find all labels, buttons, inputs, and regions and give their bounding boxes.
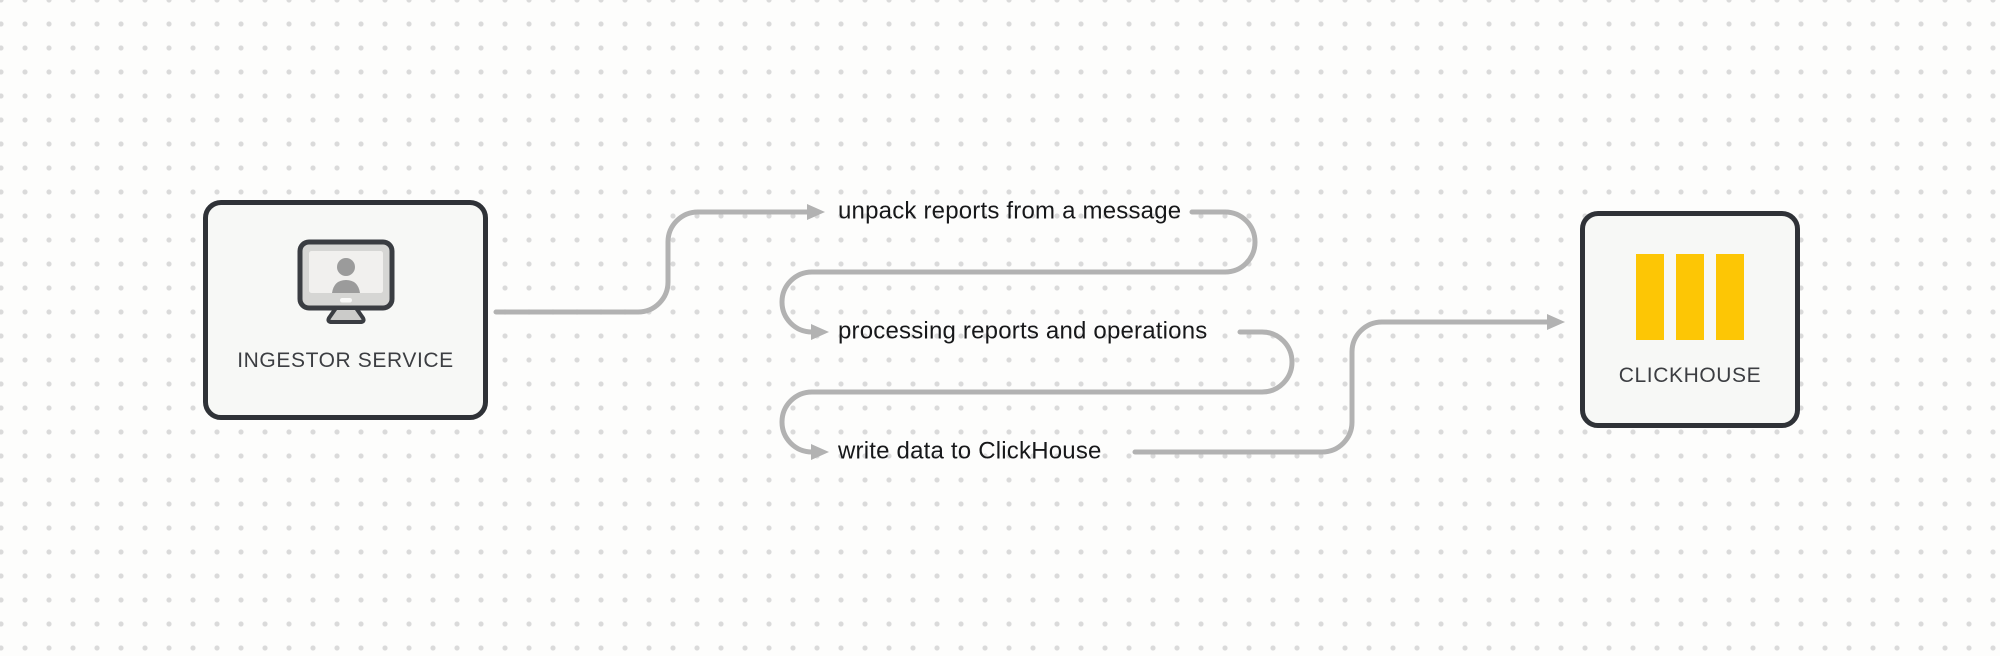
- step-label-processing-reports: processing reports and operations: [838, 317, 1208, 345]
- person-head: [336, 258, 355, 276]
- connector-step2-to-step3: [779, 329, 1295, 460]
- step-label-write-data: write data to ClickHouse: [838, 437, 1102, 465]
- connector-ingestor-to-step1: [493, 204, 825, 315]
- person-shoulders: [331, 280, 360, 293]
- node-clickhouse: CLICKHOUSE: [1580, 211, 1800, 428]
- connector-step1-to-step2: [779, 209, 1258, 340]
- node-label-ingestor-service: INGESTOR SERVICE: [237, 349, 454, 372]
- connector-step3-to-clickhouse: [1132, 314, 1565, 455]
- clickhouse-bars-icon: [1636, 254, 1744, 340]
- node-label-clickhouse: CLICKHOUSE: [1618, 364, 1762, 387]
- monitor-user-icon: [297, 239, 394, 324]
- node-ingestor-service: INGESTOR SERVICE: [203, 200, 488, 420]
- step-label-unpack-reports: unpack reports from a message: [838, 197, 1182, 225]
- monitor-stand: [325, 306, 366, 324]
